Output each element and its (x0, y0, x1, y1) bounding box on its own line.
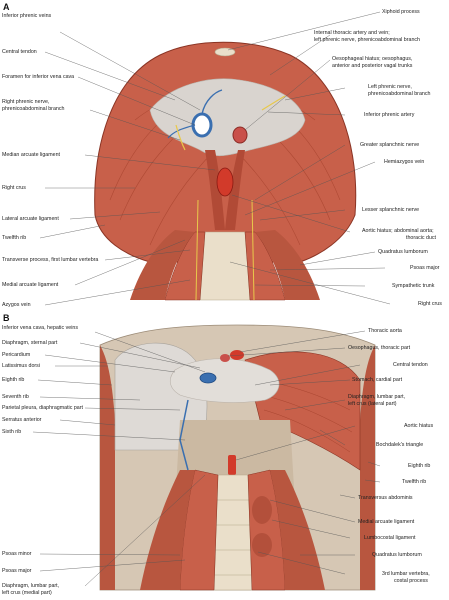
ivc-foramen-a (191, 112, 213, 138)
label-b-right-15: costal process (394, 578, 428, 584)
label-a-right-16: Right crus (418, 301, 442, 307)
label-b-right-5: left crus (lateral part) (348, 401, 397, 407)
label-a-left-1: Central tendon (2, 49, 37, 55)
label-a-right-8: Greater splanchnic nerve (360, 142, 420, 148)
aorta-b (228, 455, 236, 475)
label-b-left-3: Latissimus dorsi (2, 363, 40, 369)
label-b-left-6: Parietal pleura, diaphragmatic part (2, 405, 83, 411)
label-a-right-3: Oesophageal hiatus; oesophagus, (332, 56, 413, 62)
label-b-left-8: Sixth rib (2, 429, 22, 435)
label-a-left-9: Transverse process, first lumbar vertebr… (2, 257, 99, 263)
label-b-right-10: Transversus abdominis (358, 495, 413, 501)
label-b-left-9: Psoas minor (2, 551, 32, 557)
label-b-right-7: Bochdalek's triangle (376, 442, 424, 448)
label-b-left-7: Serratus anterior (2, 417, 42, 423)
oesophagus-a (232, 126, 248, 144)
vertebral-column-b (213, 474, 253, 591)
label-a-left-2: Foramen for inferior vena cava (2, 74, 75, 80)
ivc-b (199, 372, 217, 384)
label-a-left-8: Twelfth rib (2, 235, 27, 241)
label-b-left-4: Eighth rib (2, 377, 25, 383)
label-b-right-13: Quadratus lumborum (372, 552, 422, 558)
label-a-left-7: Lateral arcuate ligament (2, 216, 59, 222)
central-tendon-b (170, 358, 280, 403)
label-a-right-2: left phrenic nerve, phrenicoabdominal br… (314, 37, 421, 43)
label-b-right-8: Eighth rib (408, 463, 431, 469)
label-b-left-11: Diaphragm, lumbar part, (2, 583, 60, 589)
label-b-right-14: 3rd lumbar vertebra, (382, 571, 430, 577)
label-b-left-10: Psoas major (2, 568, 32, 574)
label-a-right-4: anterior and posterior vagal trunks (332, 63, 413, 69)
label-b-left-0: Inferior vena cava, hepatic veins (2, 325, 78, 331)
label-b-right-6: Aortic hiatus (404, 423, 434, 429)
label-a-left-0: Inferior phrenic veins (2, 13, 52, 19)
label-b-right-11: Medial arcuate ligament (358, 519, 415, 525)
label-a-right-14: Psoas major (410, 265, 440, 271)
label-a-left-4: phrenicoabdominal branch (2, 106, 65, 112)
label-a-right-10: Lesser splanchnic nerve (362, 207, 420, 213)
label-b-right-3: Stomach, cardial part (352, 377, 403, 383)
label-b-left-5: Seventh rib (2, 394, 29, 400)
label-a-right-5: Left phrenic nerve, (368, 84, 412, 90)
label-b-right-12: Lumbocostal ligament (364, 535, 416, 541)
label-a-right-12: thoracic duct (406, 235, 437, 241)
label-a-right-7: Inferior phrenic artery (364, 112, 415, 118)
label-a-right-11: Aortic hiatus; abdominal aorta; (362, 228, 434, 234)
label-a-right-1: Internal thoracic artery and vein; (314, 30, 390, 36)
panel-b-letter: B (3, 313, 10, 323)
label-b-left-1: Diaphragm, sternal part (2, 340, 58, 346)
label-a-left-3: Right phrenic nerve, (2, 99, 50, 105)
label-a-left-11: Azygos vein (2, 302, 31, 308)
label-a-left-10: Medial arcuate ligament (2, 282, 59, 288)
label-b-right-4: Diaphragm, lumbar part, (348, 394, 406, 400)
label-a-left-6: Right crus (2, 185, 26, 191)
label-b-right-9: Twelfth rib (402, 479, 427, 485)
label-a-right-6: phrenicoabdominal branch (368, 91, 431, 97)
label-b-right-0: Thoracic aorta (368, 328, 402, 334)
central-tendon-a (149, 78, 306, 157)
xiphoid-a (214, 47, 236, 57)
label-b-right-1: Oesophagus, thoracic part (348, 345, 411, 351)
aorta-a (216, 167, 234, 197)
label-a-left-5: Median arcuate ligament (2, 152, 61, 158)
label-a-right-0: Xiphoid process (382, 9, 420, 15)
label-b-right-2: Central tendon (393, 362, 428, 368)
vertebra-a (199, 231, 251, 301)
label-b-left-12: left crus (medial part) (2, 590, 52, 596)
label-a-right-15: Sympathetic trunk (392, 283, 435, 289)
label-b-left-2: Pericardium (2, 352, 31, 358)
panel-a-letter: A (3, 2, 10, 12)
label-a-right-13: Quadratus lumborum (378, 249, 428, 255)
label-a-right-9: Hemiazygos vein (384, 159, 425, 165)
